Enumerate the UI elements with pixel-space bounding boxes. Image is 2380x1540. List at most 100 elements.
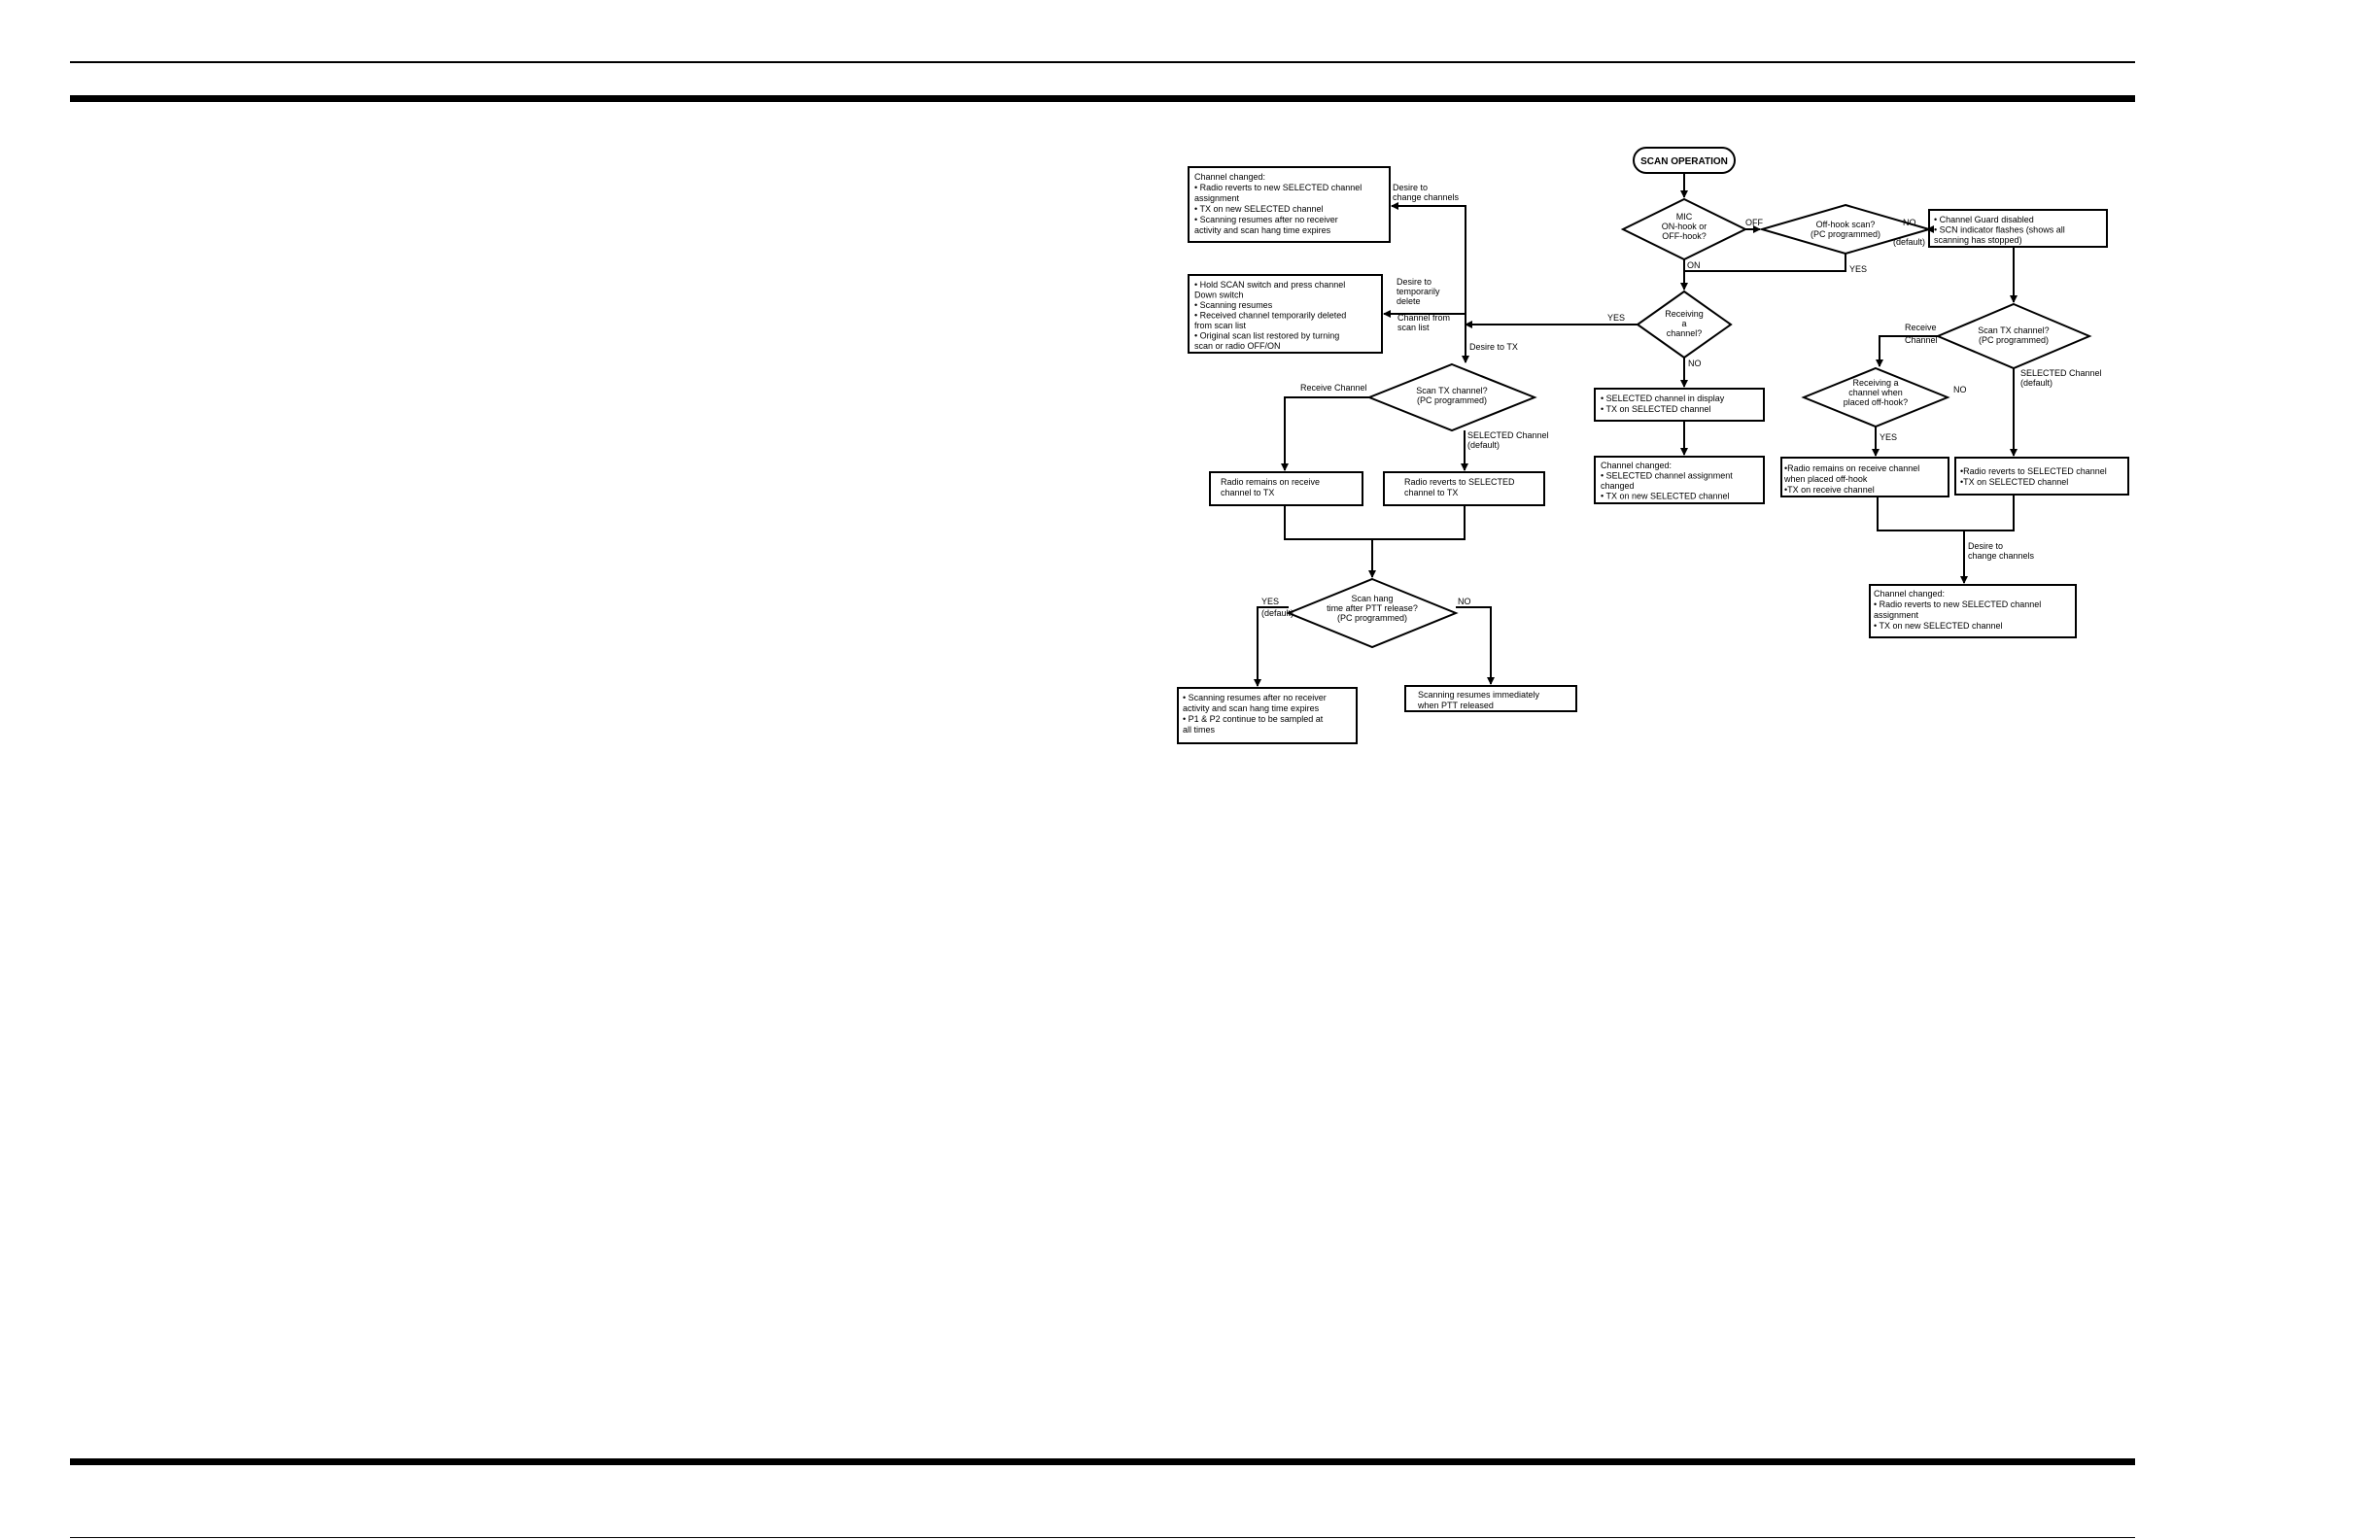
hold-scan-text-line-1: • Hold SCAN switch and press channel <box>1194 280 1345 290</box>
channel-guard-text-line-3: scanning has stopped) <box>1934 235 2022 245</box>
scanning-resumes-after-text-line-4: all times <box>1183 725 1216 735</box>
yes-hang-label-line-1: YES <box>1261 597 1279 606</box>
mic-hook-text-line-3: OFF-hook? <box>1662 231 1707 241</box>
scanning-immediately-text-line-2: when PTT released <box>1417 701 1494 710</box>
channel-changed-right-box <box>1869 584 2077 638</box>
channel-changed-top-text-line-3: assignment <box>1194 193 1240 203</box>
desire-tx-label: Desire to TX <box>1469 342 1518 352</box>
channel-from-label-line-2: scan list <box>1397 323 1430 332</box>
channel-changed-top-box <box>1188 166 1391 243</box>
scanning-immediately-text-line-1: Scanning resumes immediately <box>1418 690 1540 700</box>
reverts-left-text-line-1: Radio reverts to SELECTED <box>1404 477 1515 487</box>
no-offhook-label: NO <box>1903 218 1916 227</box>
desire-delete-label-line-1: Desire to <box>1397 277 1431 287</box>
desire-delete-label-line-2: temporarily <box>1397 287 1440 296</box>
channel-guard-text-line-1: • Channel Guard disabled <box>1934 215 2034 224</box>
channel-changed-top-text-line-2: • Radio reverts to new SELECTED channel <box>1194 183 1362 192</box>
receiving-offhook-text-line-2: channel when <box>1848 388 1903 397</box>
scan-hang-decision <box>1286 577 1459 649</box>
channel-changed-right-text-line-1: Channel changed: <box>1874 589 1945 599</box>
scan-tx-right-text-line-2: (PC programmed) <box>1979 335 2049 345</box>
hold-scan-text-line-4: • Received channel temporarily deleted <box>1194 311 1346 321</box>
hold-scan-text-line-6: • Original scan list restored by turning <box>1194 331 1339 341</box>
off-label: OFF <box>1745 218 1763 227</box>
desire-change-right-label-line-2: change channels <box>1968 551 2035 561</box>
mic-hook-text-line-1: MIC <box>1676 212 1693 222</box>
receiving-offhook-text-line-3: placed off-hook? <box>1844 397 1908 407</box>
footer-rule-thin <box>70 1537 2135 1538</box>
scanning-immediately-box <box>1404 685 1577 712</box>
no-offhook2-label: NO <box>1953 385 1967 394</box>
scanning-resumes-after-text-line-2: activity and scan hang time expires <box>1183 703 1320 713</box>
receiving-offhook-text-line-1: Receiving a <box>1852 378 1898 388</box>
channel-changed-top-text-line-4: • TX on new SELECTED channel <box>1194 204 1324 214</box>
remains-left-text-line-2: channel to TX <box>1221 488 1274 497</box>
offhook-scan-text-line-1: Off-hook scan? <box>1816 220 1876 229</box>
scan-tx-right-text-line-1: Scan TX channel? <box>1978 325 2049 335</box>
yes-hang-label-line-2: (default) <box>1261 608 1293 618</box>
no-hang-label: NO <box>1458 597 1471 606</box>
desire-delete-label-line-3: delete <box>1397 296 1421 306</box>
receiving-text-line-3: channel? <box>1667 328 1703 338</box>
receive-channel-left-label: Receive Channel <box>1300 383 1367 393</box>
channel-changed-mid-text-line-1: Channel changed: <box>1601 461 1672 470</box>
scanning-resumes-after-box <box>1177 687 1358 744</box>
remains-right-text-line-3: •TX on receive channel <box>1784 485 1875 495</box>
scan-tx-left-decision <box>1366 362 1537 432</box>
yes-offhook-label: YES <box>1849 264 1867 274</box>
receive-channel-right-label-line-2: Channel <box>1905 335 1938 345</box>
channel-changed-right-text-line-3: assignment <box>1874 610 1919 620</box>
scan-hang-text-line-3: (PC programmed) <box>1337 613 1407 623</box>
desire-change-right-label-line-1: Desire to <box>1968 541 2003 551</box>
remains-right-text-line-2: when placed off-hook <box>1783 474 1868 484</box>
reverts-right-text-line-2: •TX on SELECTED channel <box>1960 477 2068 487</box>
header-rule-thick <box>70 95 2135 102</box>
selected-channel-right-label-line-1: SELECTED Channel <box>2020 368 2102 378</box>
hold-scan-text-line-7: scan or radio OFF/ON <box>1194 341 1281 351</box>
offhook-scan-text-line-2: (PC programmed) <box>1811 229 1880 239</box>
mic-hook-text-line-2: ON-hook or <box>1662 222 1707 231</box>
channel-changed-mid-box <box>1594 456 1765 504</box>
channel-changed-mid-text-line-4: • TX on new SELECTED channel <box>1601 492 1730 501</box>
desire-change-label-line-1: Desire to <box>1393 183 1428 192</box>
reverts-left-text-line-2: channel to TX <box>1404 488 1458 497</box>
scan-hang-text-line-2: time after PTT release? <box>1327 603 1418 613</box>
scan-tx-left-text-line-2: (PC programmed) <box>1417 395 1487 405</box>
channel-changed-top-text-line-5: • Scanning resumes after no receiver <box>1194 215 1338 224</box>
channel-changed-top-text-line-6: activity and scan hang time expires <box>1194 225 1331 235</box>
hold-scan-text-line-5: from scan list <box>1194 321 1247 330</box>
scan-tx-left-text-line-1: Scan TX channel? <box>1416 386 1487 395</box>
scan-hang-text-line-1: Scan hang <box>1351 594 1393 603</box>
default-offhook-label: (default) <box>1893 237 1925 247</box>
reverts-right-text-line-1: •Radio reverts to SELECTED channel <box>1960 466 2107 476</box>
receiving-text-line-1: Receiving <box>1665 309 1704 319</box>
yes-receiving-label: YES <box>1607 313 1625 323</box>
selected-channel-left-label-line-1: SELECTED Channel <box>1467 430 1549 440</box>
channel-from-label-line-1: Channel from <box>1397 313 1450 323</box>
selected-channel-left-label-line-2: (default) <box>1467 440 1500 450</box>
selected-display-text-line-2: • TX on SELECTED channel <box>1601 404 1711 414</box>
start-label: SCAN OPERATION <box>1640 156 1728 167</box>
remains-left-text-line-1: Radio remains on receive <box>1221 477 1320 487</box>
channel-changed-right-text-line-4: • TX on new SELECTED channel <box>1874 621 2003 631</box>
remains-right-text-line-1: •Radio remains on receive channel <box>1784 463 1919 473</box>
scanning-resumes-after-text-line-3: • P1 & P2 continue to be sampled at <box>1183 714 1324 724</box>
channel-guard-text-line-2: • SCN indicator flashes (shows all <box>1934 225 2065 235</box>
remains-right-box <box>1780 457 1949 497</box>
channel-changed-right-text-line-2: • Radio reverts to new SELECTED channel <box>1874 599 2041 609</box>
scanning-resumes-after-text-line-1: • Scanning resumes after no receiver <box>1183 693 1327 702</box>
receive-channel-right-label-line-1: Receive <box>1905 323 1937 332</box>
channel-changed-mid-text-line-3: changed <box>1601 481 1635 491</box>
hold-scan-text-line-3: • Scanning resumes <box>1194 300 1273 310</box>
on-label: ON <box>1687 260 1701 270</box>
hold-scan-box <box>1188 274 1383 354</box>
header-rule-thin <box>70 61 2135 63</box>
selected-channel-right-label-line-2: (default) <box>2020 378 2052 388</box>
selected-display-text-line-1: • SELECTED channel in display <box>1601 394 1725 403</box>
channel-changed-mid-text-line-2: • SELECTED channel assignment <box>1601 471 1733 481</box>
reverts-right-box <box>1954 457 2129 496</box>
remains-left-box <box>1209 471 1363 506</box>
yes-offhook2-label: YES <box>1880 432 1897 442</box>
